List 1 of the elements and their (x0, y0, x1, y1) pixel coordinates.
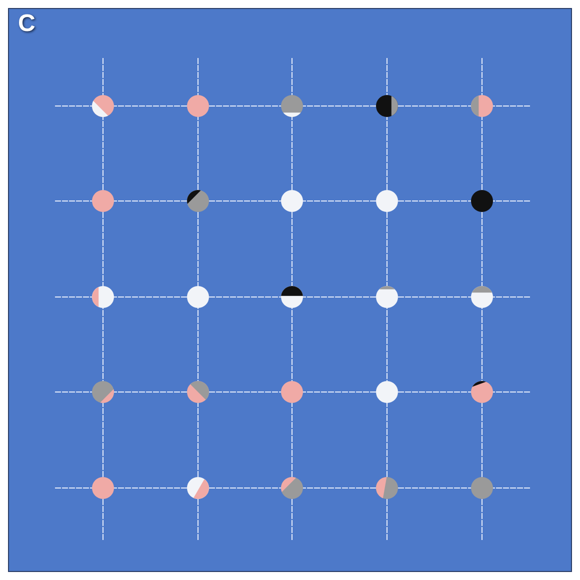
panel-letter: C (18, 12, 36, 36)
